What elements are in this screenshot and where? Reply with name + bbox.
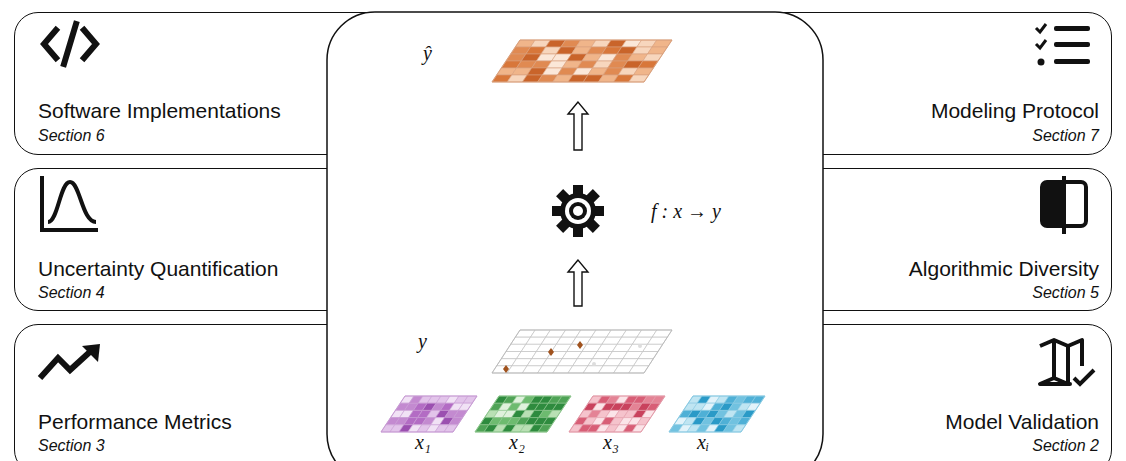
grid-cell: [638, 61, 658, 68]
distribution-icon: [42, 176, 98, 230]
center-panel: [327, 12, 823, 461]
variable-label: y: [418, 330, 427, 353]
grid-cell: [652, 40, 672, 47]
checklist-icon: [1036, 24, 1090, 66]
trend-arrowhead: [82, 344, 100, 362]
function-label: f : x → y: [651, 200, 721, 223]
section-title: Performance Metrics: [38, 410, 232, 434]
sample-point: [577, 341, 583, 349]
section-number: Section 6: [38, 127, 105, 145]
grid-outline: [492, 330, 672, 373]
model-panel: ŷ f : x → y y x₁ x₂ x₃ xᵢ: [327, 12, 823, 461]
grid-outline: [381, 396, 477, 432]
section-number: Section 5: [1032, 284, 1099, 302]
grid-outline: [669, 396, 765, 432]
sample-point: [592, 362, 596, 366]
grid-cell: [634, 359, 654, 366]
grid-cell: [629, 75, 649, 82]
grid-cell: [648, 337, 668, 344]
variable-label: x₁: [415, 431, 431, 454]
code-icon: [44, 24, 96, 64]
section-title: Model Validation: [945, 410, 1099, 434]
raster-grids: [381, 40, 765, 432]
section-number: Section 2: [1032, 437, 1099, 455]
grid-cell: [652, 330, 672, 337]
gear-icon: [552, 185, 604, 237]
section-title: Algorithmic Diversity: [909, 257, 1099, 281]
hollow-arrow: [568, 102, 588, 150]
variable-label: xᵢ: [697, 431, 709, 454]
grid-cell: [638, 352, 658, 359]
sample-point: [548, 348, 554, 356]
gear-ring: [569, 202, 587, 220]
section-number: Section 3: [38, 437, 105, 455]
hollow-arrow: [568, 260, 588, 306]
compare-icon: [1042, 176, 1086, 234]
grid-cell: [629, 366, 649, 373]
gear-body: [560, 193, 596, 229]
gear-hole: [573, 206, 583, 216]
section-title: Modeling Protocol: [931, 99, 1099, 123]
grid-outline: [569, 396, 665, 432]
section-title: Uncertainty Quantification: [38, 257, 278, 281]
grid-cell: [643, 54, 663, 61]
grid-outline: [492, 40, 672, 82]
grid-cell: [643, 344, 663, 351]
grid-cell: [634, 68, 654, 75]
sample-point: [638, 344, 642, 348]
variable-label: x₂: [509, 431, 525, 454]
section-number: Section 7: [1032, 127, 1099, 145]
section-number: Section 4: [38, 284, 105, 302]
variable-label: x₃: [603, 431, 619, 454]
variable-label: ŷ: [423, 42, 432, 65]
trend-icon: [40, 350, 92, 378]
map-check-icon: [1040, 340, 1094, 384]
sample-point: [503, 365, 509, 373]
section-title: Software Implementations: [38, 99, 281, 123]
gear-ring: [565, 198, 591, 224]
grid-cell: [648, 47, 668, 54]
grid-outline: [475, 396, 571, 432]
